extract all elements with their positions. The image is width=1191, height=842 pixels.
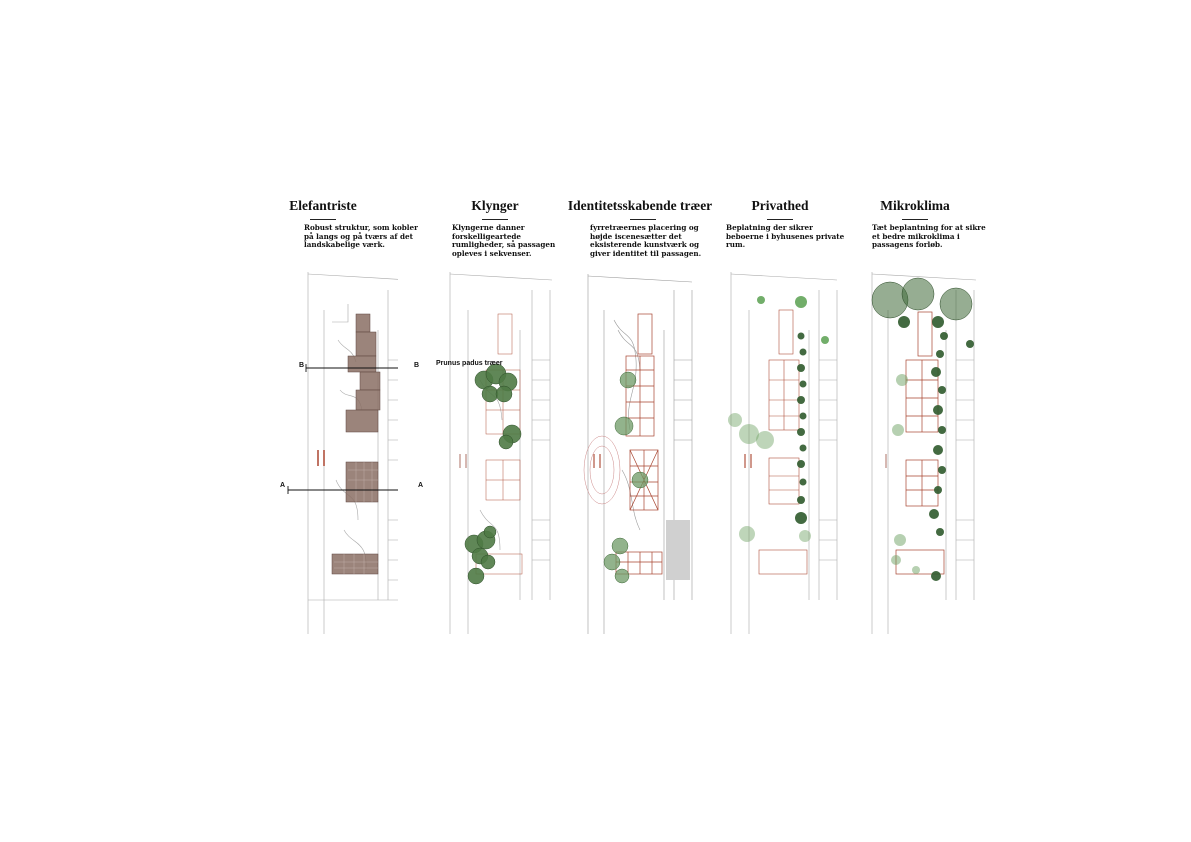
section-mark-b-left: B <box>299 362 305 369</box>
title-underline <box>902 219 928 220</box>
section-line-a <box>287 486 398 494</box>
plan-linework <box>307 272 398 634</box>
panel-description: Beplatning der sikrer beboerne i byhusen… <box>726 223 845 250</box>
title-underline <box>482 219 508 220</box>
grid-structure <box>615 313 663 575</box>
section-mark-b-right: B <box>414 362 420 369</box>
dense-planting <box>898 316 974 581</box>
canopy-trees <box>871 277 973 321</box>
site-plan <box>287 272 398 634</box>
panel-title: Privathed <box>751 198 809 213</box>
panel-title: Identitetsskabende træer <box>567 198 713 213</box>
panel-identitetsskabende: Identitetsskabende træer fyrretræernes p… <box>564 198 714 643</box>
panel-title: Klynger <box>471 198 519 213</box>
site-plan <box>728 272 838 634</box>
tree-clusters <box>464 363 522 585</box>
elephant-grid-structure <box>331 313 381 575</box>
pine-trees <box>603 371 649 584</box>
panel-description: Robust struktur, som kobler på langs og … <box>304 223 418 250</box>
panel-title: Mikroklima <box>880 198 950 213</box>
panel-description: fyrretræernes placering og højde iscenes… <box>590 223 702 258</box>
title-underline <box>310 219 336 220</box>
title-underline <box>630 219 656 220</box>
panel-klynger: Klynger Klyngerne danner forskelligearte… <box>420 198 570 643</box>
section-mark-a-left: A <box>280 482 286 489</box>
section-line-b <box>305 364 398 372</box>
site-plan <box>583 274 693 634</box>
panel-mikroklima: Mikroklima Tæt beplantning for at sikre … <box>840 198 990 643</box>
contour-ripples <box>583 435 621 505</box>
panel-title: Elefantriste <box>289 198 357 213</box>
red-markers <box>317 450 325 466</box>
grid-lines <box>334 462 378 574</box>
panel-privathed: Privathed Beplatning der sikrer beboerne… <box>705 198 855 643</box>
callout-prunus: Prunus padus træer <box>436 360 503 367</box>
site-plan <box>449 272 553 634</box>
section-mark-a-right: A <box>418 482 424 489</box>
site-plan <box>871 272 977 634</box>
panel-description: Klyngerne danner forskelligeartede rumli… <box>452 223 556 258</box>
panel-description: Tæt beplantning for at sikre et bedre mi… <box>872 223 986 250</box>
panel-elefantriste: Elefantriste Robust struktur, som kobler… <box>248 198 423 643</box>
title-underline <box>767 219 793 220</box>
privacy-trees <box>795 332 807 524</box>
